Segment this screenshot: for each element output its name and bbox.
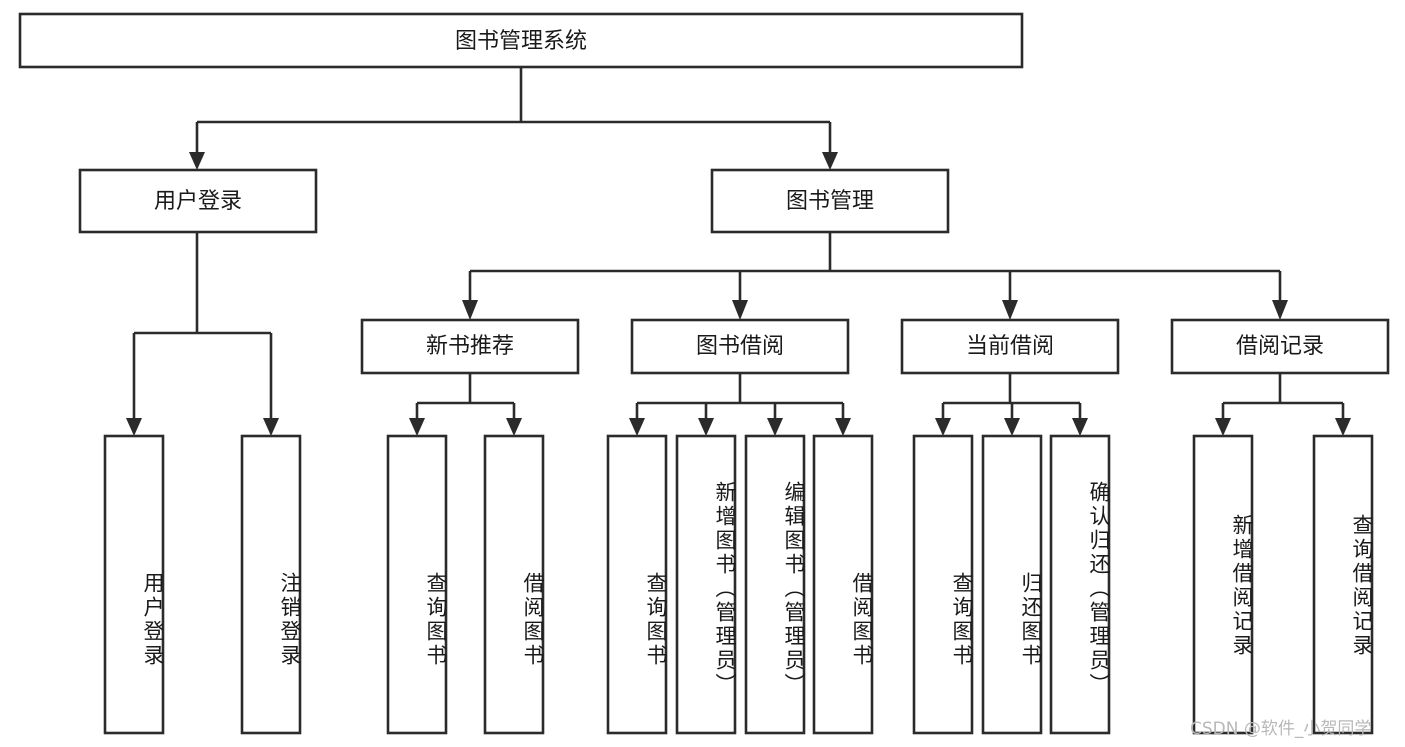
leaf-rect-book-borrow-4[interactable]	[812, 434, 874, 735]
node-book-manage-label: 图书管理	[786, 189, 874, 214]
arrow-head-new-book-leaf2	[506, 418, 522, 436]
node-user-login-rect[interactable]	[78, 168, 318, 234]
arrow-head-book-borrow-leaf2	[698, 418, 714, 436]
node-root-label: 图书管理系统	[455, 29, 587, 54]
node-layer: 图书管理系统 用户登录 图书管理 新书推荐 图书借阅	[18, 12, 1390, 735]
node-root-rect[interactable]	[18, 12, 1024, 69]
leaf-rect-user-login-2[interactable]	[240, 434, 302, 735]
node-book-borrow-label: 图书借阅	[696, 334, 784, 359]
node-current-borrow[interactable]: 当前借阅	[900, 318, 1120, 375]
node-book-manage-rect[interactable]	[710, 168, 950, 234]
leaf-rect-borrow-record-1[interactable]	[1192, 434, 1254, 735]
leaf-rect-book-borrow-2[interactable]	[675, 434, 737, 735]
leaf-rect-user-login-1[interactable]	[103, 434, 165, 735]
leaf-rect-book-borrow-3[interactable]	[744, 434, 806, 735]
arrow-head-book-borrow-leaf3	[767, 418, 783, 436]
arrow-head-user-login	[189, 152, 205, 170]
arrow-head-book-borrow-leaf1	[629, 418, 645, 436]
leaf-rect-current-borrow-3[interactable]	[1049, 434, 1111, 735]
arrow-head-current-borrow-leaf2	[1004, 418, 1020, 436]
leaf-rect-new-book-2[interactable]	[483, 434, 545, 735]
arrow-head-current-borrow	[1002, 300, 1018, 320]
leaf-rect-current-borrow-1[interactable]	[912, 434, 974, 735]
node-current-borrow-rect[interactable]	[900, 318, 1120, 375]
node-new-book-recommend-label: 新书推荐	[426, 334, 514, 359]
node-new-book-recommend[interactable]: 新书推荐	[360, 318, 580, 375]
arrow-head-current-borrow-leaf3	[1072, 418, 1088, 436]
node-user-login[interactable]: 用户登录	[78, 168, 318, 234]
connector-layer	[126, 67, 1351, 436]
arrow-head-book-manage	[822, 152, 838, 170]
leaf-rect-borrow-record-2[interactable]	[1312, 434, 1374, 735]
arrow-head-book-borrow	[732, 300, 748, 320]
leaf-rect-book-borrow-1[interactable]	[606, 434, 668, 735]
arrow-head-borrow-record-leaf2	[1335, 418, 1351, 436]
arrow-head-book-borrow-leaf4	[835, 418, 851, 436]
node-borrow-record-label: 借阅记录	[1236, 334, 1324, 359]
arrow-head-new-book	[462, 300, 478, 320]
node-user-login-label: 用户登录	[154, 189, 242, 214]
node-root[interactable]: 图书管理系统	[18, 12, 1024, 69]
node-new-book-recommend-rect[interactable]	[360, 318, 580, 375]
leaf-rect-current-borrow-2[interactable]	[981, 434, 1043, 735]
node-borrow-record[interactable]: 借阅记录	[1170, 318, 1390, 375]
node-book-manage[interactable]: 图书管理	[710, 168, 950, 234]
arrow-head-borrow-record	[1272, 300, 1288, 320]
node-current-borrow-label: 当前借阅	[966, 334, 1054, 359]
node-borrow-record-rect[interactable]	[1170, 318, 1390, 375]
arrow-head-borrow-record-leaf1	[1215, 418, 1231, 436]
node-book-borrow[interactable]: 图书借阅	[630, 318, 850, 375]
arrow-head-current-borrow-leaf1	[935, 418, 951, 436]
leaf-rect-new-book-1[interactable]	[386, 434, 448, 735]
node-book-borrow-rect[interactable]	[630, 318, 850, 375]
arrow-head-user-login-leaf1	[126, 418, 142, 436]
arrow-head-user-login-leaf2	[263, 418, 279, 436]
arrow-head-new-book-leaf1	[409, 418, 425, 436]
